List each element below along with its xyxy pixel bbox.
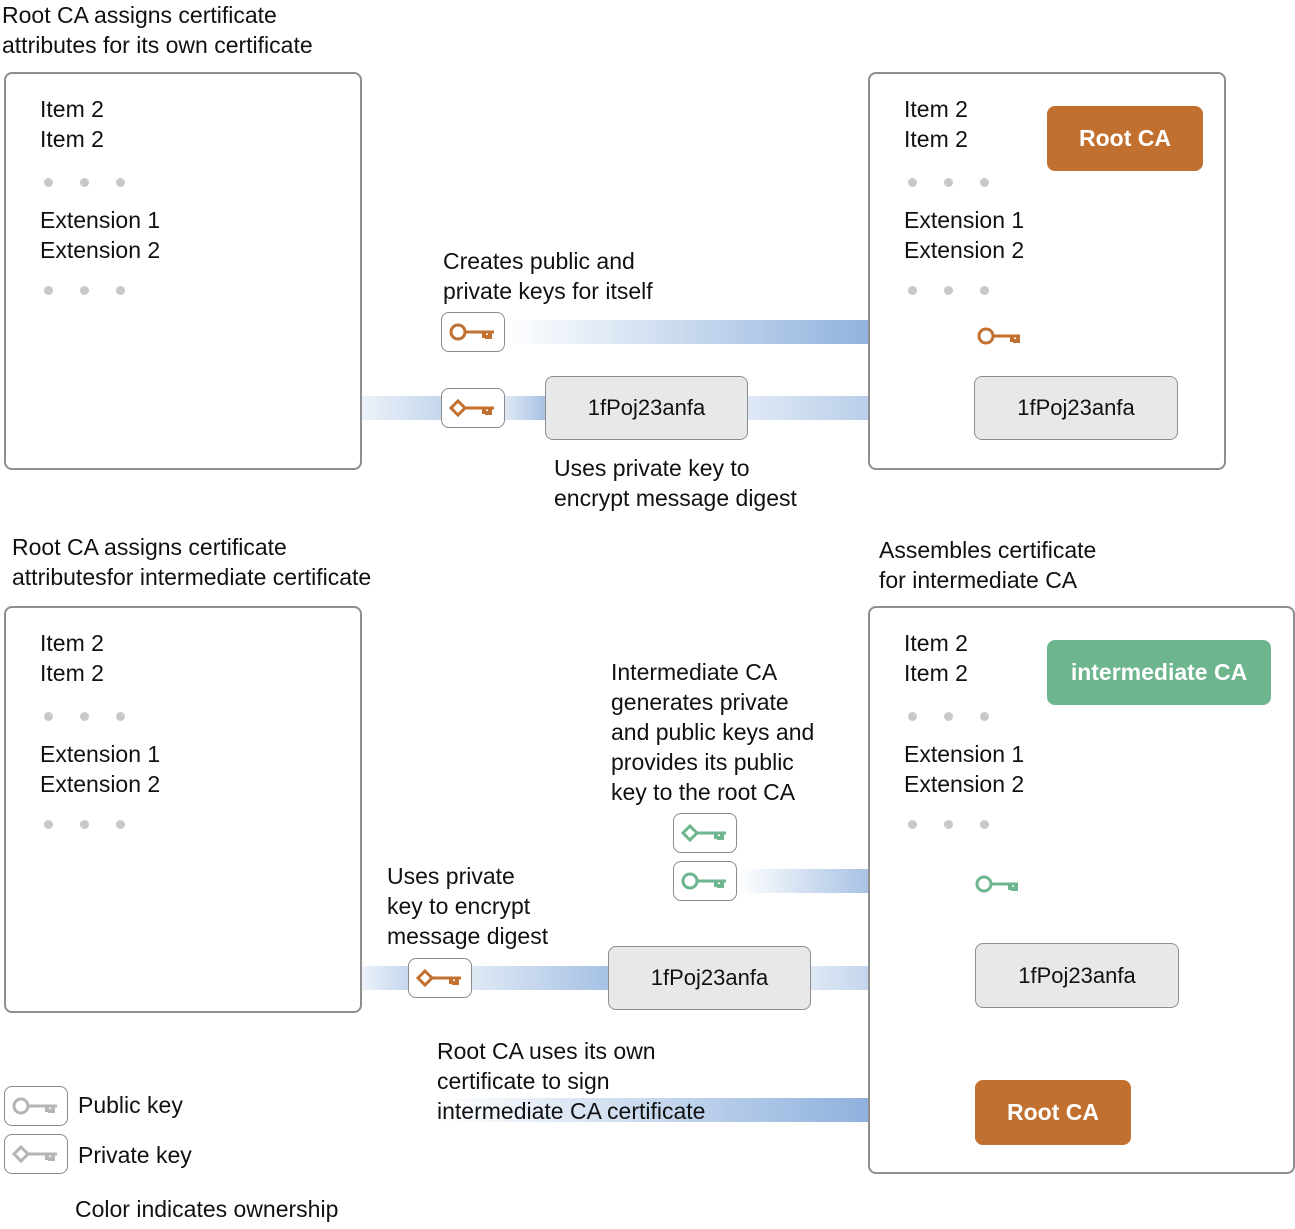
message-digest-right: 1fPoj23anfa [974, 376, 1178, 440]
legend-private-key-label: Private key [78, 1142, 192, 1168]
extension-lines: Extension 1 Extension 2 [904, 741, 1025, 797]
public-key-icon [970, 864, 1034, 904]
item-lines: Item 2 Item 2 [40, 96, 104, 152]
legend-private-key-icon [4, 1134, 68, 1174]
ellipsis-dots [908, 712, 998, 722]
arrow-key-to-digest-bottom [472, 966, 610, 990]
intermediate-ca-badge: intermediate CA [1047, 640, 1271, 705]
encrypt-digest-label: Uses private key to encrypt message dige… [554, 455, 797, 511]
sign-certificate-label: Root CA uses its own certificate to sign… [437, 1038, 706, 1124]
public-key-icon [673, 861, 737, 901]
root-ca-signature-badge: Root CA [975, 1080, 1131, 1145]
ellipsis-dots [908, 178, 998, 188]
legend-public-key-icon [4, 1086, 68, 1126]
legend-note: Color indicates ownership [75, 1196, 339, 1222]
intermediate-attributes-box: Item 2 Item 2 Extension 1 Extension 2 [4, 606, 362, 1013]
private-key-icon [408, 958, 472, 998]
item-lines: Item 2 Item 2 [904, 630, 968, 686]
public-key-icon [972, 316, 1036, 356]
root-attributes-box: Item 2 Item 2 Extension 1 Extension 2 [4, 72, 362, 470]
legend-public-key-label: Public key [78, 1092, 183, 1118]
ellipsis-dots [44, 286, 134, 296]
bottom-heading: Root CA assigns certificate attributesfo… [12, 534, 372, 590]
extension-lines: Extension 1 Extension 2 [40, 207, 161, 263]
ellipsis-dots [908, 820, 998, 830]
ellipsis-dots [44, 178, 134, 188]
intermediate-keys-label: Intermediate CA generates private and pu… [611, 659, 815, 805]
extension-lines: Extension 1 Extension 2 [904, 207, 1025, 263]
public-key-icon [441, 312, 505, 352]
arrow-stub-bottom [362, 966, 408, 990]
arrow-sign [440, 1080, 960, 1140]
ellipsis-dots [44, 712, 134, 722]
item-lines: Item 2 Item 2 [904, 96, 968, 152]
arrow-key-to-digest-top [505, 396, 547, 420]
intermediate-certificate-box: Item 2 Item 2 Extension 1 Extension 2 in… [868, 606, 1295, 1174]
ellipsis-dots [908, 286, 998, 296]
arrow-stub-top [362, 396, 442, 420]
message-digest-right: 1fPoj23anfa [975, 943, 1179, 1008]
private-key-icon [441, 388, 505, 428]
root-ca-badge: Root CA [1047, 106, 1203, 171]
creates-keys-label: Creates public and private keys for itse… [443, 248, 653, 304]
top-heading: Root CA assigns certificate attributes f… [2, 2, 313, 58]
item-lines: Item 2 Item 2 [40, 630, 104, 686]
message-digest-left: 1fPoj23anfa [545, 376, 748, 440]
ellipsis-dots [44, 820, 134, 830]
extension-lines: Extension 1 Extension 2 [40, 741, 161, 797]
message-digest-left: 1fPoj23anfa [608, 946, 811, 1010]
encrypt-digest-label: Uses private key to encrypt message dige… [387, 863, 549, 949]
private-key-icon [673, 813, 737, 853]
assembles-label: Assembles certificate for intermediate C… [879, 537, 1097, 593]
